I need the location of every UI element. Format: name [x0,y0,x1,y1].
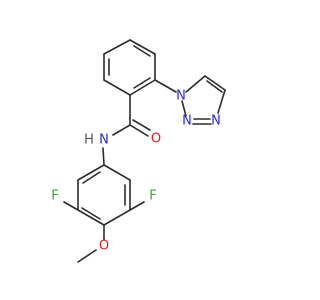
bond-methyl [77,249,97,263]
benzene-ring-bottom [77,164,131,226]
benzene-ring-top [103,39,156,96]
molecule-canvas: N N N O N H F F O [51,39,226,263]
triazole-ring [181,75,226,125]
atom-f-left: F [51,189,58,204]
atom-amide-h: H [84,133,94,148]
atom-triazole-n2: N [211,114,221,129]
atom-methoxy-o: O [99,239,109,254]
atom-triazole-n1: N [176,89,186,104]
bond-f-left [63,201,79,211]
amide-group [102,94,151,166]
atom-carbonyl-o: O [151,132,161,147]
bond-f-right [129,201,145,211]
structure-diagram: N N N O N H F F O [51,39,226,263]
atom-triazole-n3: N [182,114,192,129]
atom-amide-n: N [99,133,109,148]
atom-f-right: F [149,189,156,204]
bond-ring-triazole [154,79,177,93]
